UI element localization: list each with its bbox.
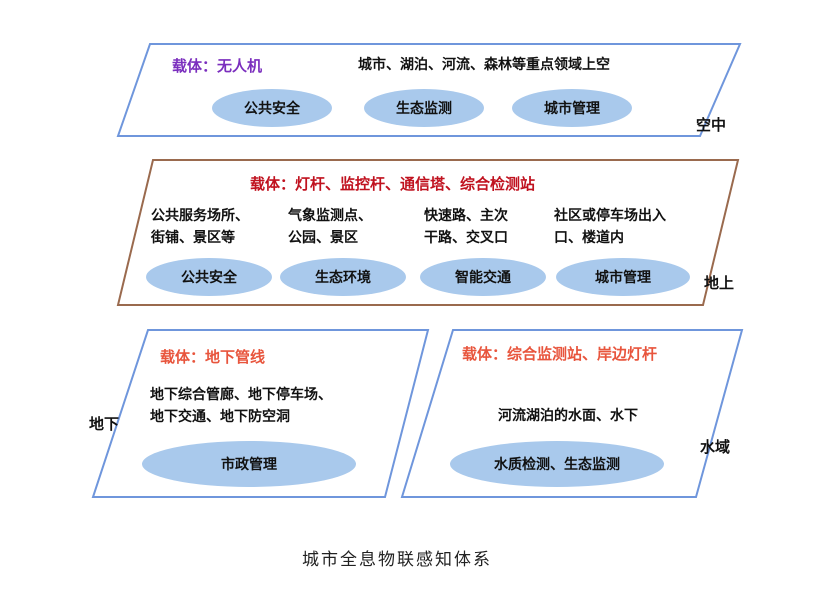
ground-app-smart-traffic: 智能交通 <box>420 258 546 296</box>
underground-carrier-label: 载体：地下管线 <box>160 348 266 366</box>
underground-layer-panel <box>91 329 430 498</box>
underground-scope-line2: 地下交通、地下防空洞 <box>150 409 290 425</box>
water-app-quality-ecological: 水质检测、生态监测 <box>450 441 664 487</box>
ground-scope-public-line1: 公共服务场所、 <box>151 208 249 224</box>
underground-app-municipal-management: 市政管理 <box>142 441 356 487</box>
air-app-city-management: 城市管理 <box>512 89 632 127</box>
air-scope-text: 城市、湖泊、河流、森林等重点领域上空 <box>358 57 610 73</box>
air-app-ecological-monitoring: 生态监测 <box>364 89 484 127</box>
figure-caption: 城市全息物联感知体系 <box>302 550 492 570</box>
ground-app-public-safety: 公共安全 <box>146 258 272 296</box>
water-layer-panel <box>400 329 744 498</box>
ground-layer-label: 地上 <box>704 274 735 292</box>
ground-scope-public-line2: 街铺、景区等 <box>151 230 235 246</box>
ground-carrier-label: 载体：灯杆、监控杆、通信塔、综合检测站 <box>250 175 536 193</box>
ground-scope-traffic-line2: 干路、交叉口 <box>424 230 508 246</box>
air-layer-panel <box>116 43 742 137</box>
water-layer-label: 水域 <box>700 438 731 456</box>
water-carrier-label: 载体：综合监测站、岸边灯杆 <box>462 345 658 363</box>
underground-scope-line1: 地下综合管廊、地下停车场、 <box>150 387 332 403</box>
ground-scope-eco-line1: 气象监测点、 <box>288 208 372 224</box>
air-layer-label: 空中 <box>696 116 727 134</box>
ground-app-city-management: 城市管理 <box>556 258 690 296</box>
ground-scope-eco-line2: 公园、景区 <box>288 230 358 246</box>
ground-layer-panel <box>116 159 740 306</box>
air-app-public-safety: 公共安全 <box>212 89 332 127</box>
ground-scope-city-line2: 口、楼道内 <box>554 230 624 246</box>
ground-scope-traffic-line1: 快速路、主次 <box>424 208 508 224</box>
air-carrier-label: 载体：无人机 <box>172 57 263 75</box>
water-scope-text: 河流湖泊的水面、水下 <box>498 408 638 424</box>
ground-scope-city-line1: 社区或停车场出入 <box>554 208 666 224</box>
ground-app-ecological-environment: 生态环境 <box>280 258 406 296</box>
underground-layer-label: 地下 <box>89 415 120 433</box>
